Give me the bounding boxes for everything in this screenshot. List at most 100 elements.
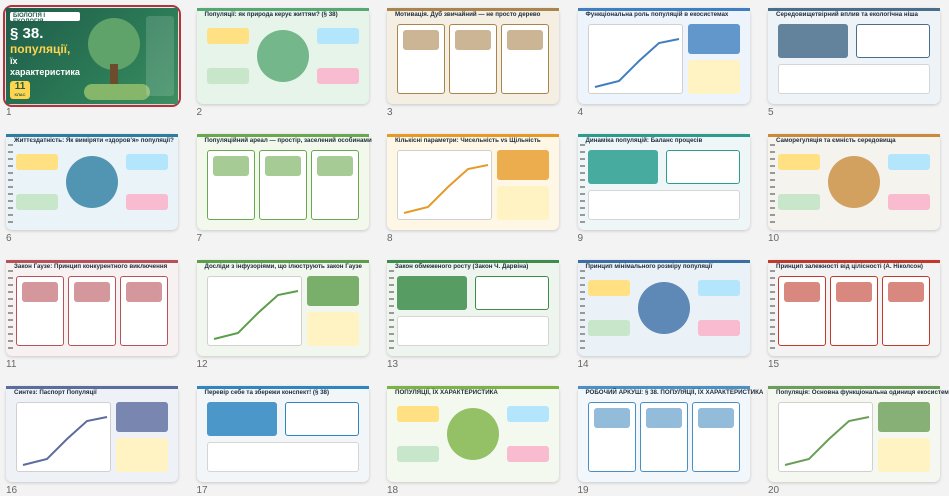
slide-accent-bar [387, 260, 559, 263]
label-box [507, 446, 549, 462]
label-box [397, 406, 439, 422]
central-diagram [828, 156, 880, 208]
label-box [888, 194, 930, 210]
info-box [878, 402, 930, 432]
slide-thumbnail-17[interactable]: Перевір себе та збережи конспект! (§ 38) [196, 386, 369, 482]
label-box [16, 194, 58, 210]
label-box [587, 280, 630, 296]
label-box [126, 154, 168, 170]
slide-number: 20 [768, 485, 780, 496]
slide-thumbnail-11[interactable]: Закон Гаузе: Принцип конкурентного виклю… [6, 260, 178, 356]
slide-accent-bar [196, 386, 369, 389]
slide-thumbnail-2[interactable]: Популяції: як природа керує життям? (§ 3… [196, 8, 369, 104]
curve-graph [784, 416, 870, 466]
slide-thumbnail-4[interactable]: Функціональна роль популяцій в екосистем… [577, 8, 750, 104]
card-image [784, 282, 820, 302]
slide-thumbnail-5[interactable]: Середовищетвірний вплив та екологічна ні… [768, 8, 940, 104]
slide-accent-bar [768, 386, 940, 389]
slide-thumbnail-9[interactable]: Динаміка популяцій: Баланс процесів [577, 134, 750, 230]
content-block [475, 276, 549, 310]
slide-thumbnail-20[interactable]: Популяція: Основна функціональна одиниця… [768, 386, 949, 482]
central-diagram [447, 408, 499, 460]
slide-thumbnail-13[interactable]: Закон обмеженого росту (Закон Ч. Дарвіна… [387, 260, 559, 356]
info-box [306, 276, 359, 306]
card-image [212, 156, 249, 176]
slide-number: 1 [6, 107, 12, 118]
slide-thumbnail-15[interactable]: Принцип залежності від цілісності (А. Ні… [768, 260, 940, 356]
content-block [206, 402, 277, 436]
label-box [126, 194, 168, 210]
central-diagram [256, 30, 309, 82]
chart-area [206, 276, 302, 346]
slide-title: Синтез: Паспорт Популяції [14, 389, 97, 396]
slide-accent-bar [6, 134, 178, 137]
content-block [587, 190, 740, 220]
slide-accent-bar [196, 260, 369, 263]
slide-title: Перевір себе та збережи конспект! (§ 38) [204, 389, 330, 396]
slide-thumbnail-12[interactable]: Досліди з інфузоріями, що ілюструють зак… [196, 260, 369, 356]
slide-title: Закон обмеженого росту (Закон Ч. Дарвіна… [395, 263, 529, 270]
slide-thumbnail-10[interactable]: Саморегуляція та ємність середовища [768, 134, 940, 230]
content-block [856, 24, 930, 58]
content-block [778, 64, 930, 94]
slide-accent-bar [577, 8, 750, 11]
slide-title: Принцип залежності від цілісності (А. Ні… [776, 263, 923, 270]
chart-area [16, 402, 111, 472]
label-box [587, 320, 630, 336]
card-image [888, 282, 924, 302]
slide-accent-bar [577, 134, 750, 137]
slide-title: Функціональна роль популяцій в екосистем… [585, 11, 729, 18]
slide-number: 10 [768, 233, 780, 244]
slide-number: 19 [577, 485, 589, 496]
label-box [16, 154, 58, 170]
label-box [316, 28, 359, 44]
slide-thumbnail-16[interactable]: Синтез: Паспорт Популяції [6, 386, 178, 482]
binder-rings [579, 270, 585, 350]
slide-thumbnail-19[interactable]: РОБОЧИЙ АРКУШ: § 38. ПОПУЛЯЦІЇ, ЇХ ХАРАК… [577, 386, 763, 482]
card-image [697, 408, 734, 428]
chart-area [587, 24, 683, 94]
label-box [778, 194, 820, 210]
binder-rings [389, 270, 394, 350]
info-box [687, 60, 740, 94]
slide-number: 12 [196, 359, 208, 370]
curve-graph [213, 290, 298, 340]
label-box [697, 280, 740, 296]
slide-thumbnail-14[interactable]: Принцип мінімального розміру популяції [577, 260, 750, 356]
slide-thumbnail-3[interactable]: Мотивація. Дуб звичайний — не просто дер… [387, 8, 559, 104]
info-box [497, 186, 549, 220]
slide-title: Динаміка популяцій: Баланс процесів [585, 137, 703, 144]
chart-area [778, 402, 873, 472]
central-diagram [66, 156, 118, 208]
content-block [397, 316, 549, 346]
slide-number: 9 [577, 233, 584, 244]
slide-accent-bar [6, 260, 178, 263]
slide1-line2: їх [10, 56, 18, 66]
slide-title: ПОПУЛЯЦІЇ, ЇХ ХАРАКТЕРИСТИКА [395, 389, 498, 396]
card-image [264, 156, 301, 176]
slide-accent-bar [387, 134, 559, 137]
tree-trunk [110, 64, 118, 86]
curve-graph [22, 416, 108, 466]
slide-accent-bar [387, 386, 559, 389]
slide-number: 2 [196, 107, 203, 118]
slide-title: Досліди з інфузоріями, що ілюструють зак… [204, 263, 362, 270]
card-image [836, 282, 872, 302]
slide-thumbnail-7[interactable]: Популяційний ареал — простір, заселений … [196, 134, 372, 230]
content-block [587, 150, 658, 184]
slide-title: Популяція: Основна функціональна одиниця… [776, 389, 949, 396]
slide-accent-bar [387, 8, 559, 11]
slide-accent-bar [6, 386, 178, 389]
info-box [687, 24, 740, 54]
central-diagram [637, 282, 690, 334]
slide-accent-bar [196, 134, 369, 137]
slide-thumbnail-1[interactable]: БІОЛОГІЯ І ЕКОЛОГІЯ § 38. популяції, їх … [3, 5, 181, 107]
slide-thumbnail-18[interactable]: ПОПУЛЯЦІЇ, ЇХ ХАРАКТЕРИСТИКА [387, 386, 559, 482]
binder-rings [770, 270, 775, 350]
slide-thumbnail-6[interactable]: Життєздатність: Як виміряти «здоров'я» п… [6, 134, 178, 230]
curve-graph [403, 164, 489, 214]
slide1-line3: характеристика [10, 67, 80, 77]
slide-number: 8 [387, 233, 393, 244]
slide-thumbnail-8[interactable]: Кількісні параметри: Чисельність vs Щіль… [387, 134, 559, 230]
card-image [593, 408, 630, 428]
